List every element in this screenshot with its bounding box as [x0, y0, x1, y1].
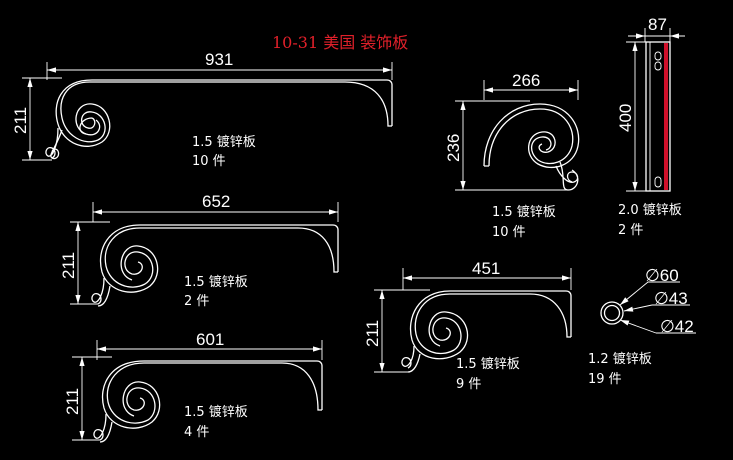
- ring-inner-circle: [603, 304, 621, 322]
- height-dimension: 211: [11, 107, 30, 134]
- middle-diameter-label: ∅43: [654, 289, 688, 308]
- material-label: 1.2 镀锌板: [588, 351, 652, 367]
- width-dimension: 451: [472, 259, 500, 278]
- quantity-label: 10 件: [492, 225, 526, 240]
- quantity-label: 2 件: [184, 294, 209, 309]
- part-87-post: 87 400 2.0 镀锌板 2 件: [616, 15, 685, 238]
- height-dimension: 400: [616, 104, 635, 132]
- width-dimension: 652: [202, 192, 230, 211]
- inner-diameter-label: ∅42: [660, 317, 694, 336]
- drawing-title: 10-31 美国 装饰板: [272, 33, 408, 52]
- width-dimension: 266: [512, 71, 540, 90]
- part-652-bracket: 652 211 1.5 镀锌板 2 件: [59, 192, 339, 309]
- bracket-outline: [106, 362, 322, 424]
- part-266-scroll: 266 236 1.5 镀锌板 10 件: [444, 71, 580, 240]
- material-label: 1.5 镀锌板: [492, 204, 556, 220]
- material-label: 1.5 镀锌板: [184, 404, 248, 420]
- post-red-strip: [664, 43, 668, 190]
- width-dimension: 601: [196, 330, 224, 349]
- material-label: 1.5 镀锌板: [184, 274, 248, 290]
- bracket-outline: [414, 293, 571, 355]
- part-931-bracket: 931 211 1.5 镀锌板 10 件: [11, 50, 393, 169]
- material-label: 1.5 镀锌板: [456, 356, 520, 372]
- outer-diameter-label: ∅60: [645, 266, 679, 285]
- material-label: 1.5 镀锌板: [192, 134, 256, 150]
- quantity-label: 2 件: [618, 223, 643, 238]
- width-dimension: 87: [648, 15, 667, 34]
- part-601-bracket: 601 211 1.5 镀锌板 4 件: [63, 330, 323, 443]
- post-outline: [645, 41, 671, 192]
- height-dimension: 211: [59, 252, 78, 279]
- material-label: 2.0 镀锌板: [618, 202, 682, 218]
- width-dimension: 931: [205, 50, 233, 69]
- post-top-slot: [654, 51, 662, 61]
- bracket-outline: [104, 227, 338, 288]
- height-dimension: 236: [444, 134, 463, 162]
- height-dimension: 211: [63, 388, 82, 415]
- part-ring: ∅60 ∅43 ∅42 1.2 镀锌板 19 件: [588, 266, 696, 387]
- scroll-outline: [483, 103, 580, 169]
- part-451-bracket: 451 211 1.5 镀锌板 9 件: [363, 259, 572, 392]
- quantity-label: 10 件: [192, 154, 226, 169]
- quantity-label: 19 件: [588, 372, 622, 387]
- quantity-label: 9 件: [456, 377, 481, 392]
- ring-outer-circle: [600, 301, 624, 325]
- height-dimension: 211: [363, 320, 382, 347]
- post-bottom-slot: [654, 176, 662, 188]
- quantity-label: 4 件: [184, 425, 209, 440]
